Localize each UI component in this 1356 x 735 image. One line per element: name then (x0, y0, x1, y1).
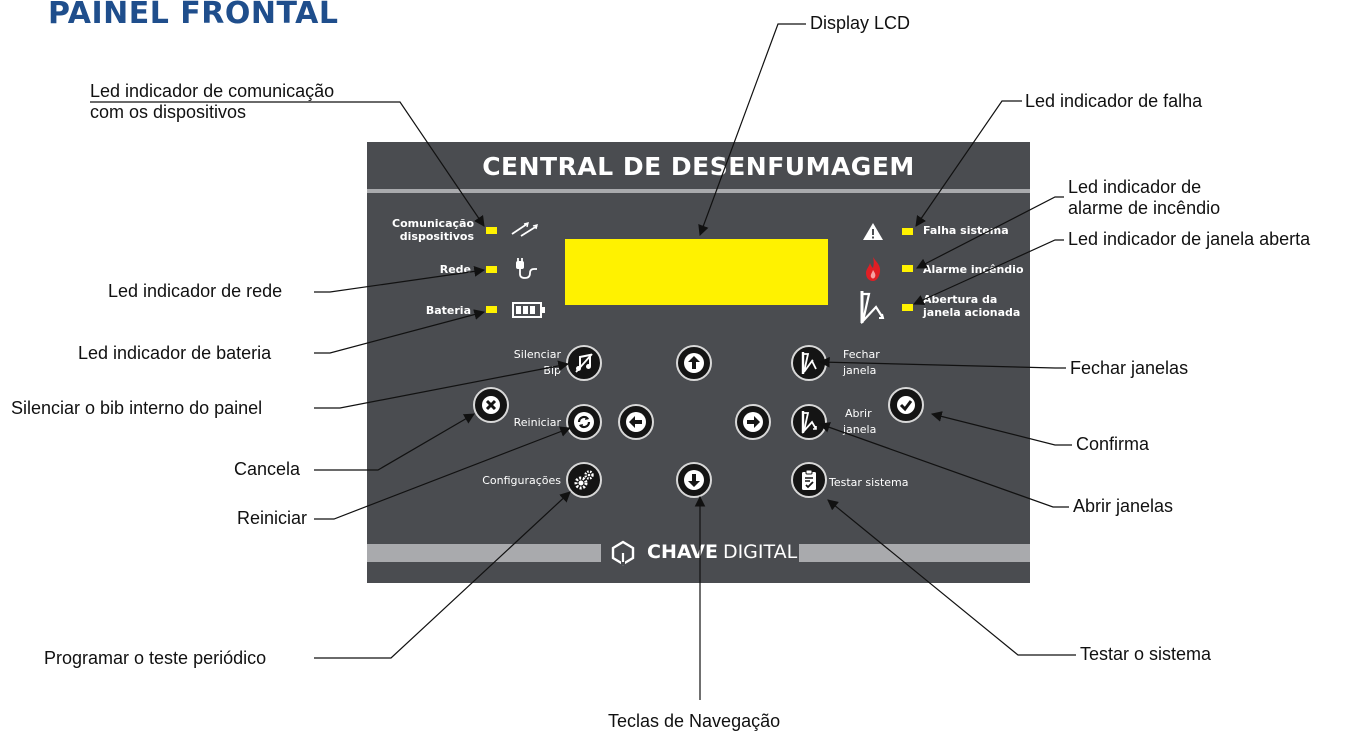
leader-led-janela (913, 239, 1064, 305)
callout-led-bateria: Led indicador de bateria (78, 343, 272, 363)
configuracoes-button[interactable] (566, 462, 602, 498)
leader-led-bateria (314, 309, 486, 354)
leader-silenciar (314, 360, 570, 409)
leader-led-comunicacao (90, 101, 485, 227)
callout-cancela: Cancela (234, 459, 301, 479)
music-note-icon (575, 353, 593, 373)
panel-bottom-stripe-left (367, 544, 601, 562)
brand-light: DIGITAL (722, 541, 798, 563)
cancel-button[interactable] (473, 387, 509, 423)
callout-led-falha: Led indicador de falha (1025, 91, 1203, 111)
label-reiniciar: Reiniciar (513, 416, 561, 429)
callout-programar: Programar o teste periódico (44, 648, 267, 668)
testar-sistema-button[interactable] (791, 462, 827, 498)
leader-led-falha (915, 100, 1022, 227)
leader-led-rede (314, 266, 486, 293)
label-abrir-line2: janela (843, 423, 877, 436)
label-abrir: Abrir janela (843, 406, 876, 438)
arrow-left-icon (626, 412, 646, 432)
callout-silenciar: Silenciar o bib interno do painel (11, 398, 263, 418)
label-fechar-line2: janela (843, 364, 877, 377)
leader-programar (314, 491, 571, 659)
lcd-display (565, 239, 828, 305)
label-bateria: Bateria (425, 304, 471, 317)
callout-testar: Testar o sistema (1080, 644, 1212, 664)
page-title: PAINEL FRONTAL (48, 0, 339, 31)
reiniciar-button[interactable] (566, 404, 602, 440)
chave-digital-logo-icon (611, 540, 635, 566)
clipboard-check-icon (802, 469, 816, 490)
leader-led-alarme (916, 196, 1064, 269)
label-comunicacao-line2: dispositivos (399, 230, 474, 243)
callout-led-comunicacao-line2: com os dispositivos (90, 102, 247, 122)
label-falha: Falha sistema (923, 224, 1009, 237)
close-window-icon (801, 352, 817, 374)
right-arrow-button[interactable] (735, 404, 771, 440)
leader-cancela (314, 413, 475, 471)
led-rede (486, 266, 497, 273)
confirm-button[interactable] (888, 387, 924, 423)
panel-title: CENTRAL DE DESENFUMAGEM (482, 152, 915, 181)
callout-display-lcd: Display LCD (810, 13, 911, 33)
label-fechar: Fechar janela (843, 347, 880, 379)
callout-led-janela: Led indicador de janela aberta (1068, 229, 1311, 249)
callout-led-alarme-line1: Led indicador de (1068, 177, 1202, 197)
power-plug-icon (516, 258, 537, 279)
leader-reiniciar (314, 426, 572, 520)
refresh-icon (574, 412, 594, 432)
leader-confirma (930, 411, 1072, 446)
up-arrow-button[interactable] (676, 345, 712, 381)
close-icon (482, 396, 500, 414)
callout-confirma: Confirma (1076, 434, 1150, 454)
fire-icon (866, 257, 881, 281)
callout-reiniciar: Reiniciar (237, 508, 308, 528)
leader-fechar (818, 356, 1066, 369)
label-comunicacao: Comunicação dispositivos (387, 217, 474, 243)
led-comunicacao (486, 227, 497, 234)
communication-icon (511, 222, 538, 237)
open-window-icon (860, 291, 885, 324)
leader-display-lcd (698, 23, 806, 237)
label-silenciar: Silenciar Bip (497, 347, 561, 379)
callout-led-comunicacao-line1: Led indicador de comunicação (90, 81, 335, 101)
callout-fechar: Fechar janelas (1070, 358, 1189, 378)
battery-icon (512, 302, 545, 318)
callout-led-alarme: Led indicador de alarme de incêndio (1068, 177, 1220, 219)
led-janela (902, 304, 913, 311)
leader-testar (827, 499, 1076, 656)
panel-bottom-stripe-right (799, 544, 1030, 562)
left-arrow-button[interactable] (618, 404, 654, 440)
label-comunicacao-line1: Comunicação (392, 217, 474, 230)
warning-triangle-icon (863, 223, 883, 240)
label-fechar-line1: Fechar (843, 348, 880, 361)
led-bateria (486, 306, 497, 313)
label-silenciar-line2: Bip (543, 364, 561, 377)
check-icon (897, 396, 915, 414)
callout-led-alarme-line2: alarme de incêndio (1068, 198, 1221, 218)
open-window-icon (801, 411, 817, 434)
leader-abrir (818, 422, 1069, 508)
label-abertura-line2: janela acionada (923, 306, 1021, 319)
callout-led-comunicacao: Led indicador de comunicação com os disp… (90, 81, 334, 123)
abrir-janela-button[interactable] (791, 404, 827, 440)
callout-navegacao: Teclas de Navegação (608, 711, 781, 731)
panel-top-divider (367, 189, 1030, 193)
label-abrir-line1: Abrir (845, 407, 872, 420)
callout-led-rede: Led indicador de rede (108, 281, 283, 301)
label-silenciar-line1: Silenciar (513, 348, 561, 361)
led-alarme (902, 265, 913, 272)
arrow-up-icon (684, 353, 704, 373)
callout-abrir: Abrir janelas (1073, 496, 1174, 516)
arrow-right-icon (743, 412, 763, 432)
led-falha (902, 228, 913, 235)
label-testar: Testar sistema (829, 476, 909, 489)
down-arrow-button[interactable] (676, 462, 712, 498)
label-abertura-line1: Abertura da (923, 293, 998, 306)
gears-icon (574, 470, 594, 490)
arrow-down-icon (684, 470, 704, 490)
label-configuracoes: Configurações (482, 474, 561, 487)
label-abertura: Abertura da janela acionada (923, 293, 1020, 319)
